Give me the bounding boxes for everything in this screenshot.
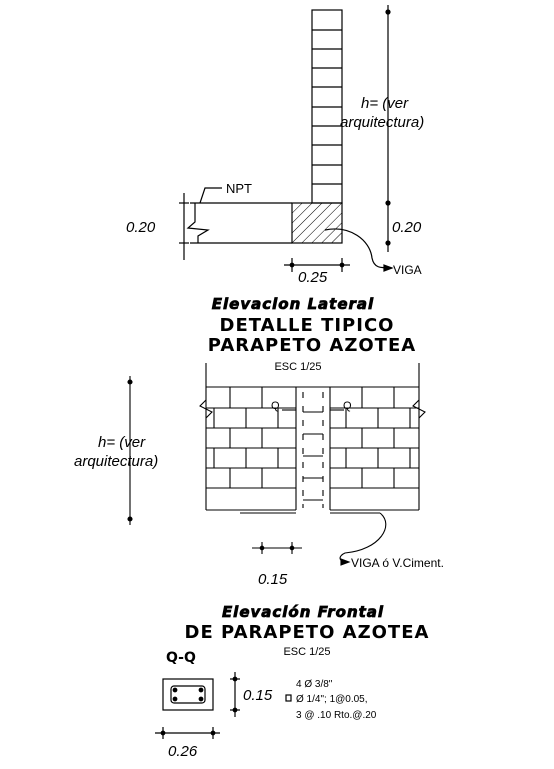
npt-label: NPT — [226, 181, 252, 196]
frontal-bricks-right — [330, 387, 419, 489]
rebar-spec-1: 4 Ø 3/8" — [296, 679, 333, 690]
lateral-slab — [186, 202, 292, 244]
column-width-dimension — [252, 542, 302, 554]
slab-left-dimension: 0.20 — [126, 219, 156, 236]
frontal-title-1: Elevación Frontal — [222, 603, 384, 621]
lateral-elevation — [179, 5, 394, 272]
section-outline — [162, 678, 214, 711]
frontal-title-2: DE PARAPETO AZOTEA — [185, 622, 430, 643]
lateral-height-label-2: arquitectura) — [340, 114, 424, 131]
frontal-height-dimension — [127, 376, 133, 525]
lateral-title-3: PARAPETO AZOTEA — [208, 335, 416, 356]
slab-dimension-left — [179, 193, 189, 260]
section-qq — [155, 672, 292, 739]
column-rebar — [302, 392, 324, 508]
beam-width-dimension — [284, 258, 350, 272]
frontal-q-left: Q — [271, 400, 280, 412]
frontal-scale: ESC 1/25 — [283, 646, 330, 658]
lateral-beam — [291, 202, 343, 244]
height-dimension-right — [385, 5, 391, 252]
frontal-elevation — [127, 363, 426, 566]
rebar-spec-2: Ø 1/4"; 1@0.05, — [296, 694, 368, 705]
column-stirrups — [303, 411, 323, 501]
slab-right-dimension: 0.20 — [392, 219, 422, 236]
frontal-height-label-2: arquitectura) — [74, 453, 158, 470]
rebar-spec-3: 3 @ .10 Rto.@.20 — [296, 710, 377, 721]
frontal-viga-leader — [339, 512, 387, 563]
npt-leader — [199, 187, 222, 204]
frontal-q-right: Q — [343, 400, 352, 412]
lateral-title-1: Elevacion Lateral — [212, 295, 374, 313]
frontal-viga-label: VIGA ó V.Ciment. — [351, 556, 444, 570]
lateral-viga-label: VIGA — [393, 263, 422, 277]
section-width-label: 0.26 — [168, 743, 198, 760]
lateral-brick-stack — [311, 9, 343, 204]
lateral-title-2: DETALLE TIPICO — [220, 315, 395, 336]
viga-leader — [324, 228, 393, 269]
section-title: Q-Q — [166, 650, 196, 666]
frontal-bricks-left — [206, 387, 296, 489]
section-stirrup — [170, 685, 206, 704]
beam-width-label: 0.25 — [298, 269, 328, 286]
lateral-scale: ESC 1/25 — [274, 361, 321, 373]
lateral-height-label-1: h= (ver — [361, 95, 409, 112]
column-width-label: 0.15 — [258, 571, 288, 588]
frontal-height-label-1: h= (ver — [98, 434, 146, 451]
section-depth-label: 0.15 — [243, 687, 273, 704]
